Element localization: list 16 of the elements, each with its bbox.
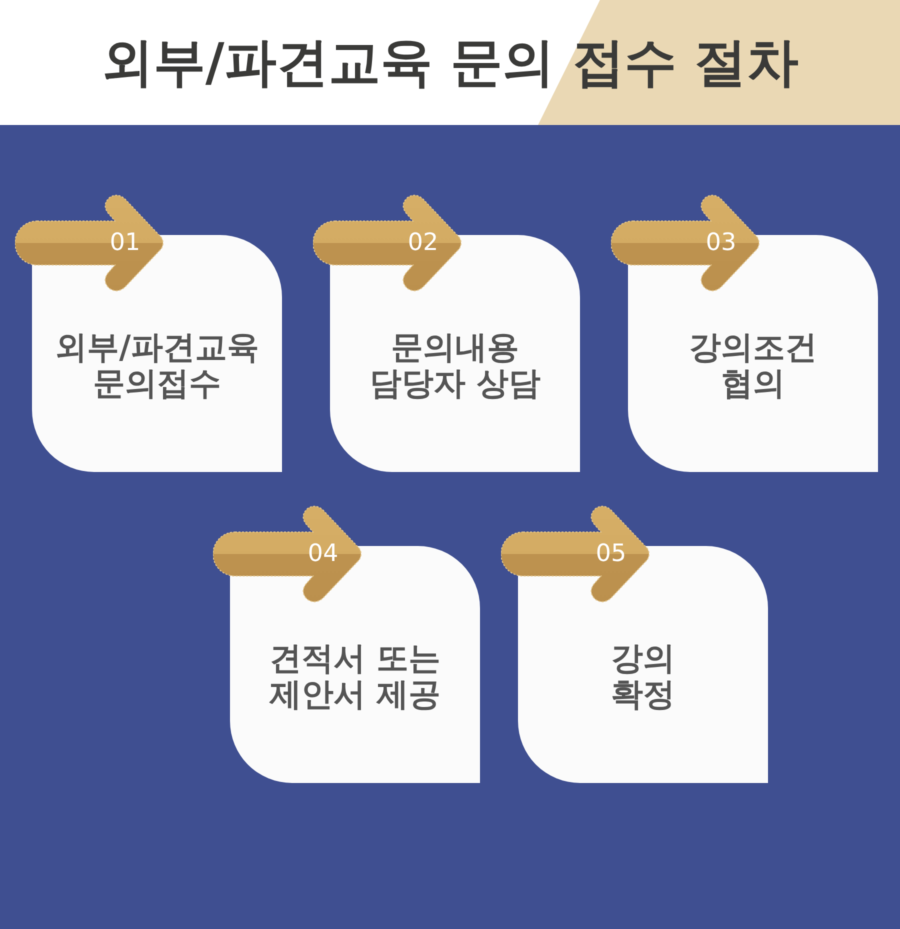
- title: 외부/파견교육 문의 접수 절차: [101, 34, 799, 92]
- step-number: 04: [308, 539, 338, 567]
- arrow-badge: [313, 192, 463, 294]
- step-label: 외부/파견교육 문의접수: [54, 329, 260, 401]
- step-label: 강의조건 협의: [688, 329, 818, 401]
- arrow-badge: [15, 192, 165, 294]
- step-label: 문의내용 담당자 상담: [368, 329, 542, 401]
- arrow-badge: [213, 503, 363, 605]
- step-label: 강의 확정: [610, 640, 676, 712]
- step-number: 03: [706, 228, 736, 256]
- arrow-badge: [611, 192, 761, 294]
- arrow-badge: [501, 503, 651, 605]
- step-number: 01: [110, 228, 140, 256]
- step-number: 02: [408, 228, 438, 256]
- step-label: 견적서 또는 제안서 제공: [268, 640, 442, 712]
- step-number: 05: [596, 539, 626, 567]
